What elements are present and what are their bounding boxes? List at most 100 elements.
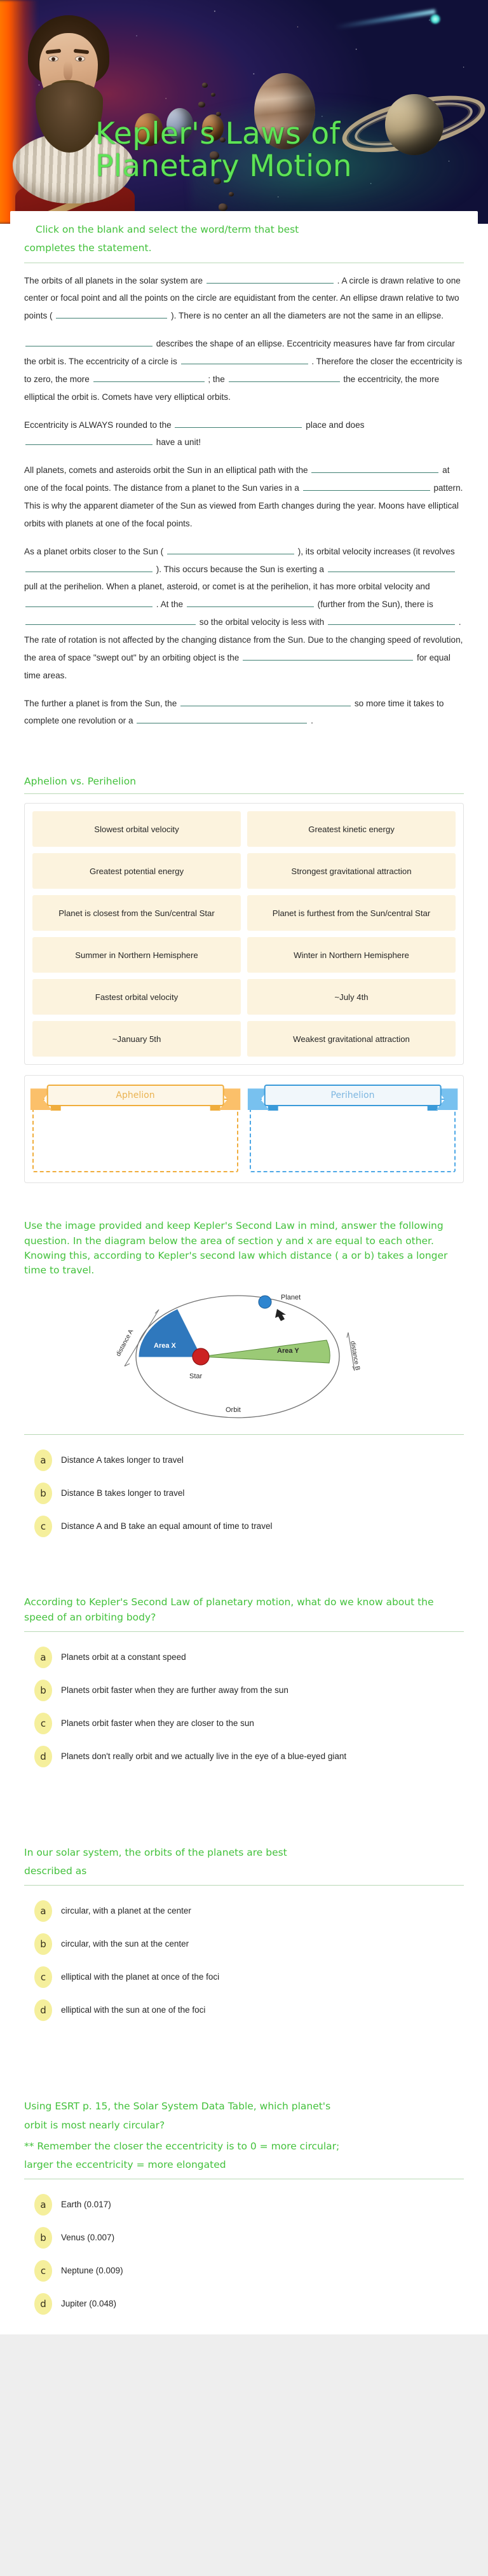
blank-input-14[interactable] bbox=[25, 596, 152, 608]
orbit-shape-question-card: In our solar system, the orbits of the p… bbox=[10, 1833, 478, 2078]
choice-option[interactable]: a Distance A takes longer to travel bbox=[24, 1444, 464, 1477]
word-bank-item[interactable]: Greatest kinetic energy bbox=[247, 811, 456, 847]
choice-option[interactable]: c Distance A and B take an equal amount … bbox=[24, 1510, 464, 1543]
speed-question-card: According to Kepler's Second Law of plan… bbox=[10, 1584, 478, 1824]
p3-text-c: have a unit! bbox=[156, 437, 201, 448]
choice-badge: b bbox=[34, 1679, 52, 1701]
choice-badge: d bbox=[34, 2293, 52, 2315]
blank-input-6[interactable] bbox=[228, 371, 340, 382]
choice-badge: d bbox=[34, 1745, 52, 1767]
esrt-question-card: Using ESRT p. 15, the Solar System Data … bbox=[10, 2088, 478, 2335]
blank-input-4[interactable] bbox=[180, 353, 308, 364]
blank-input-19[interactable] bbox=[180, 695, 351, 706]
blank-input-11[interactable] bbox=[166, 544, 294, 554]
blank-input-10[interactable] bbox=[302, 480, 430, 491]
choice-option[interactable]: c Neptune (0.009) bbox=[24, 2254, 464, 2287]
planet-saturn bbox=[385, 94, 444, 155]
speed-question-prompt: According to Kepler's Second Law of plan… bbox=[24, 1596, 434, 1623]
paragraph-2: describes the shape of an ellipse. Eccen… bbox=[24, 335, 464, 406]
blank-input-9[interactable] bbox=[311, 462, 439, 474]
drop-target-aphelion[interactable] bbox=[32, 1099, 238, 1173]
choice-option[interactable]: b circular, with the sun at the center bbox=[24, 1928, 464, 1961]
instructions-line-1: Click on the blank and select the word/t… bbox=[36, 224, 299, 235]
drop-target-perihelion[interactable] bbox=[250, 1099, 456, 1173]
p2-text-d: the eccentricity, the more elliptical th… bbox=[24, 374, 440, 402]
blank-input-18[interactable] bbox=[243, 650, 414, 661]
drop-zone-aphelion[interactable]: Aphelion bbox=[30, 1085, 241, 1173]
paragraph-3: Eccentricity is ALWAYS rounded to the pl… bbox=[24, 416, 464, 452]
aphelion-perihelion-card: Aphelion vs. Perihelion Slowest orbital … bbox=[10, 764, 478, 1198]
choice-option[interactable]: b Distance B takes longer to travel bbox=[24, 1477, 464, 1510]
paragraph-1: The orbits of all planets in the solar s… bbox=[24, 272, 464, 325]
blank-input-15[interactable] bbox=[186, 596, 314, 608]
choice-label: Distance A and B take an equal amount of… bbox=[61, 1521, 273, 1531]
diagram-label-planet: Planet bbox=[281, 1294, 301, 1301]
blank-input-2[interactable] bbox=[56, 308, 168, 319]
choice-badge: c bbox=[34, 2260, 52, 2282]
choice-option[interactable]: c Planets orbit faster when they are clo… bbox=[24, 1707, 464, 1740]
blank-input-16[interactable] bbox=[25, 614, 196, 626]
diagram-label-orbit: Orbit bbox=[226, 1406, 241, 1414]
word-bank-item[interactable]: ~January 5th bbox=[32, 1021, 241, 1057]
choice-label: Planets orbit faster when they are close… bbox=[61, 1718, 254, 1728]
choice-option[interactable]: d Jupiter (0.048) bbox=[24, 2287, 464, 2320]
p1-text-a: The orbits of all planets in the solar s… bbox=[24, 275, 203, 285]
word-bank-item[interactable]: Weakest gravitational attraction bbox=[247, 1021, 456, 1057]
p1-text-c: ). There is no center an all the diamete… bbox=[171, 311, 444, 321]
divider bbox=[24, 1434, 464, 1435]
p5-text-b: ), its orbital velocity increases (it re… bbox=[297, 546, 455, 556]
word-bank-item[interactable]: Winter in Northern Hemisphere bbox=[247, 937, 456, 973]
choice-option[interactable]: a circular, with a planet at the center bbox=[24, 1894, 464, 1928]
word-bank-item[interactable]: Greatest potential energy bbox=[32, 853, 241, 889]
divider bbox=[24, 1885, 464, 1886]
choice-label: Earth (0.017) bbox=[61, 2200, 111, 2210]
kepler-portrait bbox=[11, 14, 139, 224]
choice-option[interactable]: b Venus (0.007) bbox=[24, 2221, 464, 2254]
choice-label: Neptune (0.009) bbox=[61, 2266, 123, 2276]
choice-option[interactable]: a Planets orbit at a constant speed bbox=[24, 1641, 464, 1674]
choice-label: Jupiter (0.048) bbox=[61, 2299, 117, 2309]
p5-text-e: . At the bbox=[156, 599, 184, 610]
p6-text-c: . bbox=[311, 716, 313, 726]
asteroid-belt bbox=[191, 76, 273, 223]
word-bank-item[interactable]: Planet is closest from the Sun/central S… bbox=[32, 895, 241, 931]
word-bank-item[interactable]: Fastest orbital velocity bbox=[32, 979, 241, 1015]
ribbon-banner-aphelion: Aphelion bbox=[30, 1085, 241, 1111]
choice-option[interactable]: d Planets don't really orbit and we actu… bbox=[24, 1740, 464, 1773]
choice-label: Planets don't really orbit and we actual… bbox=[61, 1751, 347, 1761]
blank-input-17[interactable] bbox=[328, 614, 455, 626]
choice-option[interactable]: c elliptical with the planet at once of … bbox=[24, 1961, 464, 1994]
choice-option[interactable]: a Earth (0.017) bbox=[24, 2188, 464, 2221]
p5-text-g: so the orbital velocity is less with bbox=[199, 617, 325, 627]
diagram-label-star: Star bbox=[189, 1373, 203, 1380]
blank-input-5[interactable] bbox=[93, 371, 205, 382]
esrt-note-line-2: larger the eccentricity = more elongated bbox=[24, 2159, 226, 2171]
drop-zone-row: Aphelion Perihelion bbox=[24, 1075, 464, 1184]
choice-option[interactable]: d elliptical with the sun at one of the … bbox=[24, 1994, 464, 2027]
word-bank-item[interactable]: Summer in Northern Hemisphere bbox=[32, 937, 241, 973]
word-bank-item[interactable]: Strongest gravitational attraction bbox=[247, 853, 456, 889]
blank-input-13[interactable] bbox=[327, 561, 455, 572]
blank-input-20[interactable] bbox=[137, 713, 308, 724]
drop-zone-perihelion[interactable]: Perihelion bbox=[247, 1085, 458, 1173]
blank-input-12[interactable] bbox=[25, 561, 152, 572]
choice-label: circular, with the sun at the center bbox=[61, 1939, 189, 1949]
p5-text-h: . The rate of rotation is not affected b… bbox=[24, 617, 463, 662]
blank-input-7[interactable] bbox=[175, 417, 302, 428]
orbit-diagram: Planet Star Orbit Area X Area Y distance… bbox=[24, 1282, 464, 1428]
word-bank-grid: Slowest orbital velocity Greatest kineti… bbox=[24, 803, 464, 1065]
choice-label: circular, with a planet at the center bbox=[61, 1906, 191, 1916]
word-bank-item[interactable]: Slowest orbital velocity bbox=[32, 811, 241, 847]
fill-in-blank-card: Click on the blank and select the word/t… bbox=[10, 211, 478, 755]
choice-badge: a bbox=[34, 1646, 52, 1668]
word-bank-item[interactable]: ~July 4th bbox=[247, 979, 456, 1015]
choice-option[interactable]: b Planets orbit faster when they are fur… bbox=[24, 1674, 464, 1707]
blank-input-3[interactable] bbox=[25, 336, 152, 347]
p6-text-b: so more time it takes to complete one re… bbox=[24, 698, 444, 726]
word-bank-item[interactable]: Planet is furthest from the Sun/central … bbox=[247, 895, 456, 931]
choice-label: elliptical with the sun at one of the fo… bbox=[61, 2005, 206, 2015]
p2-text-b: . Therefore the closer the eccentricity … bbox=[24, 356, 463, 384]
orbit-diagram-svg: Planet Star Orbit Area X Area Y distance… bbox=[115, 1294, 361, 1418]
blank-input-1[interactable] bbox=[206, 273, 334, 284]
blank-input-8[interactable] bbox=[25, 434, 152, 446]
